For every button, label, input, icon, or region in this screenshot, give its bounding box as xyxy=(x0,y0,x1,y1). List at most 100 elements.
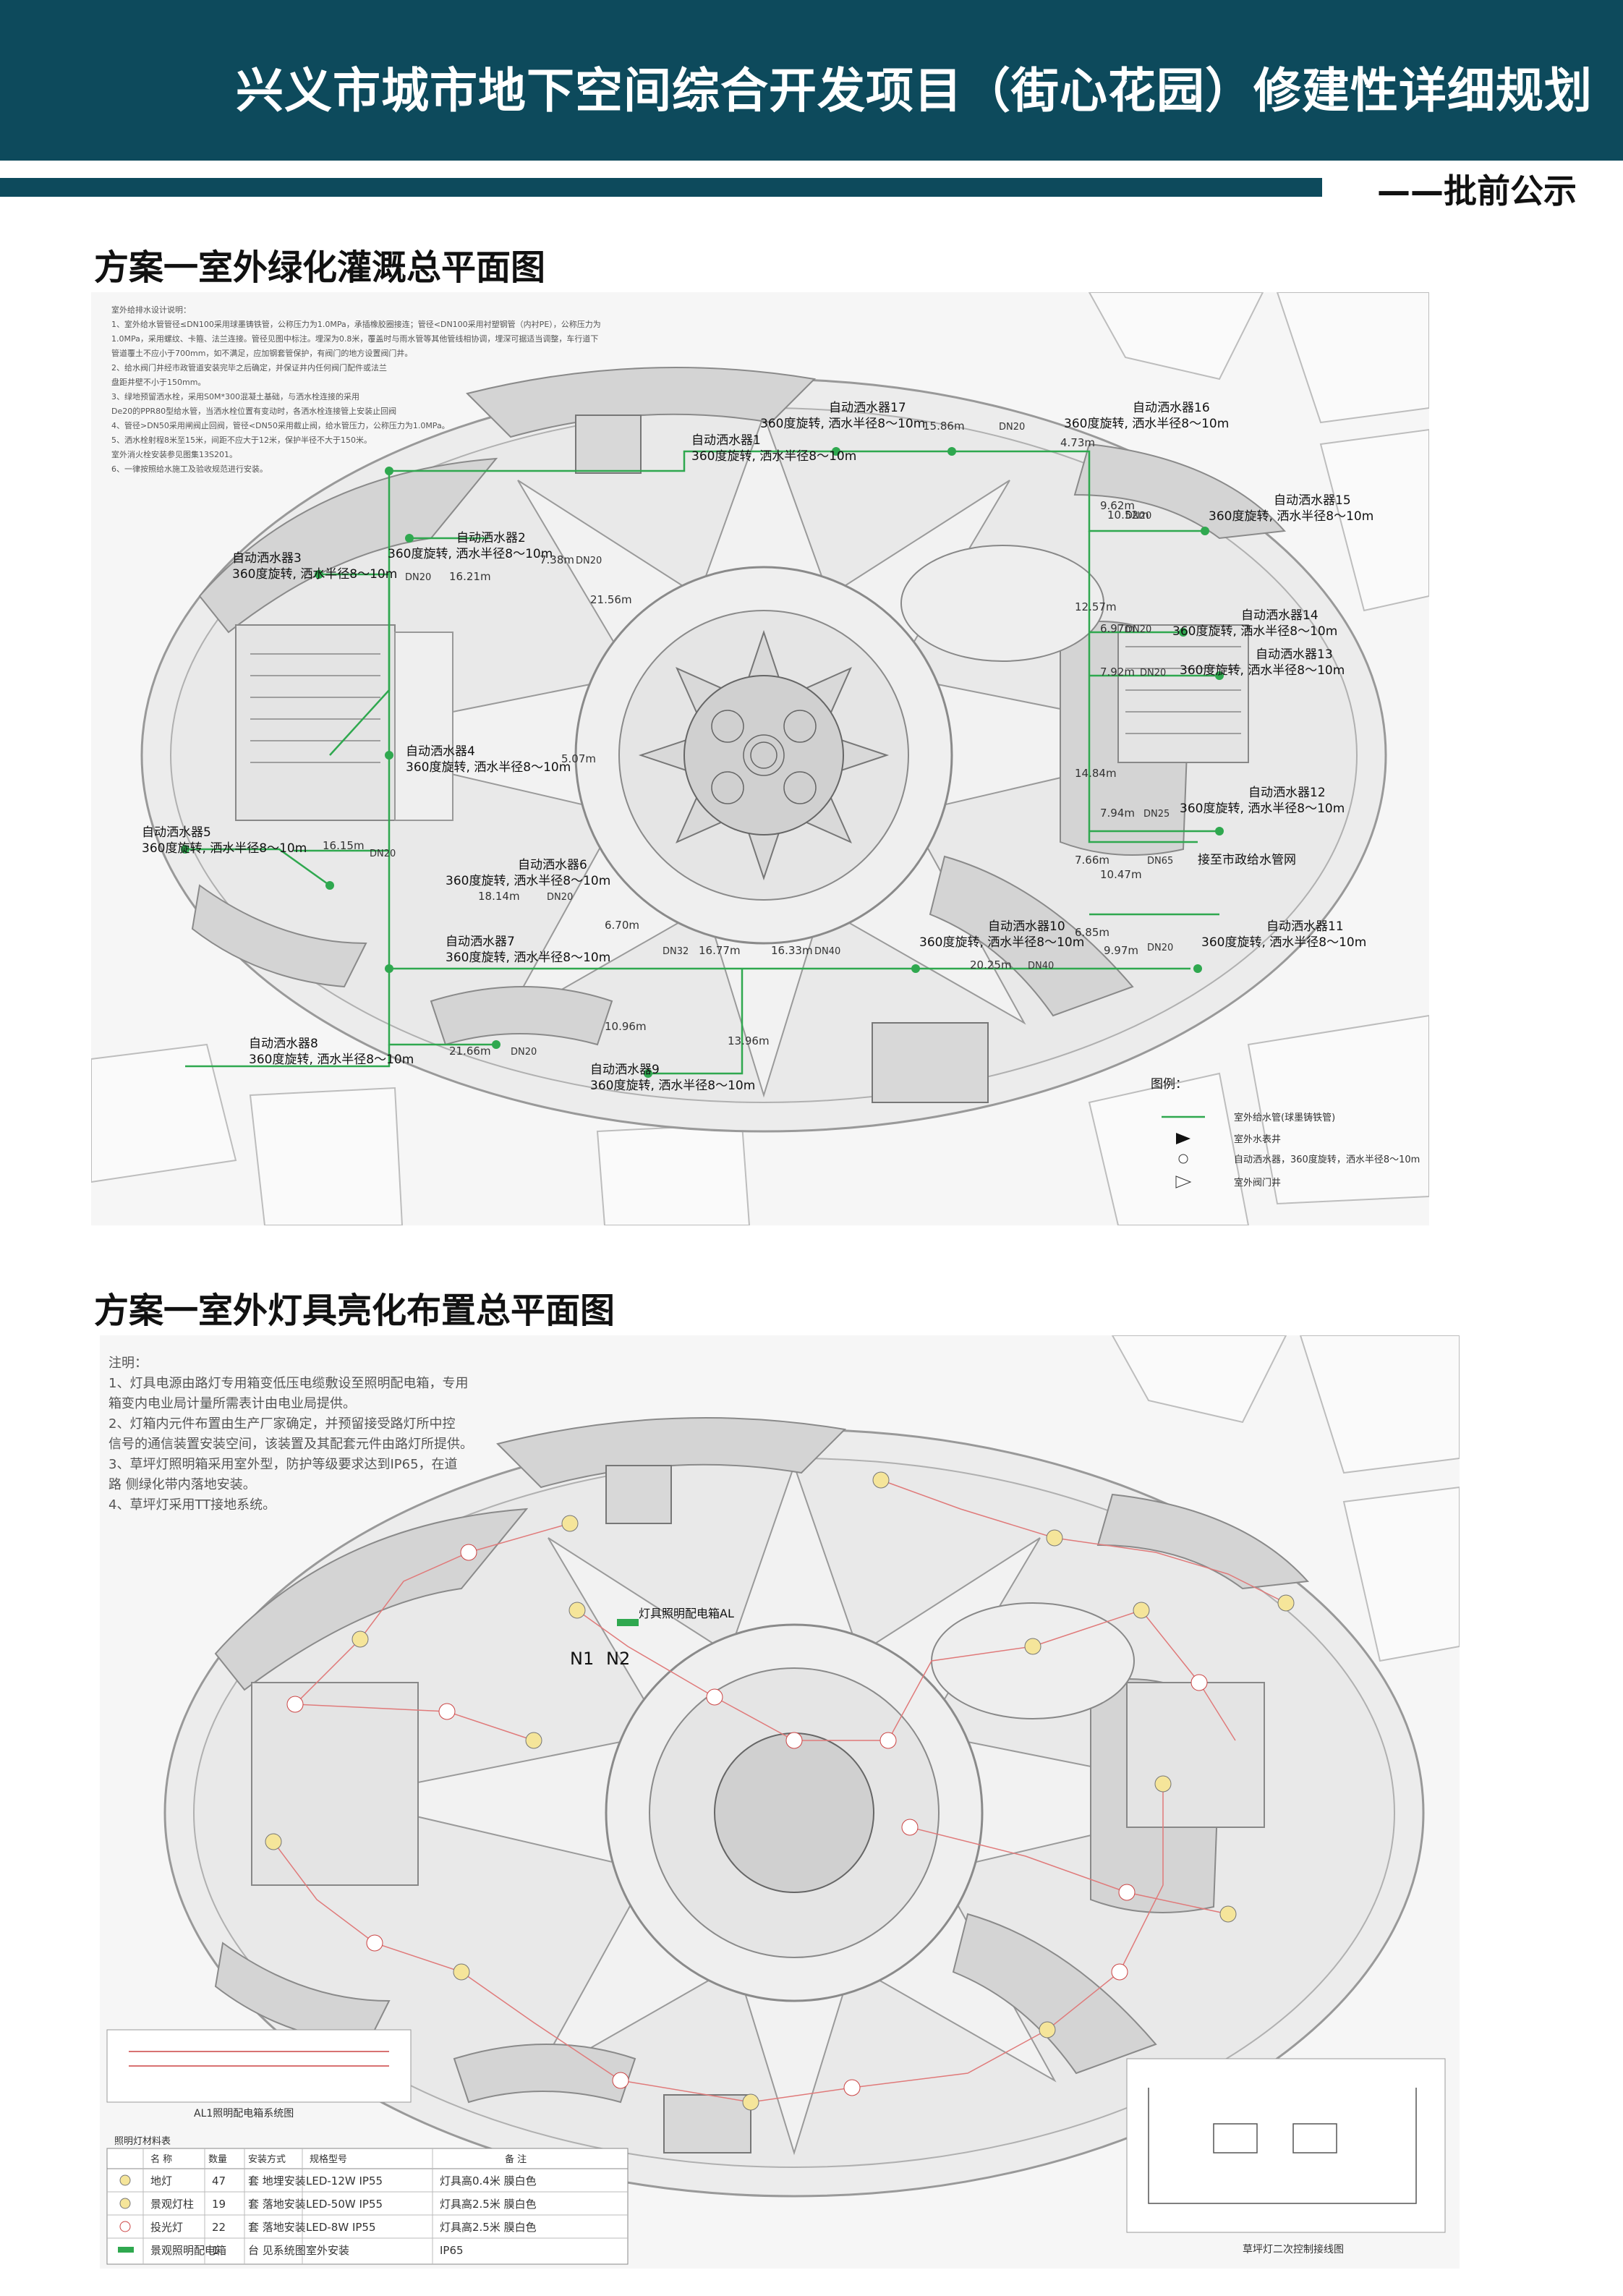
pipe-dimensions: 15.86m 4.73m 9.62m 10.52m 12.57m 6.97m 7… xyxy=(323,420,1149,1058)
svg-text:360度旋转, 洒水半径8～10m: 360度旋转, 洒水半径8～10m xyxy=(388,547,553,561)
svg-text:7.92m: 7.92m xyxy=(1100,666,1135,679)
svg-text:自动洒水器16: 自动洒水器16 xyxy=(1133,401,1210,415)
panel-system-diagram: AL1照明配电箱系统图 xyxy=(106,2029,412,2119)
circuit-n2: N2 xyxy=(606,1649,630,1669)
svg-text:1、灯具电源由路灯专用箱变低压电缆敷设至照明配电箱，专用: 1、灯具电源由路灯专用箱变低压电缆敷设至照明配电箱，专用 xyxy=(108,1376,468,1391)
svg-text:DN20: DN20 xyxy=(370,849,396,859)
note-line: 室外给排水设计说明： xyxy=(111,305,191,315)
svg-text:自动洒水器10: 自动洒水器10 xyxy=(988,919,1065,934)
svg-text:安装方式: 安装方式 xyxy=(248,2153,286,2165)
circuit-n1: N1 xyxy=(570,1649,594,1669)
svg-text:16.33m: 16.33m xyxy=(771,944,813,957)
svg-text:360度旋转, 洒水半径8～10m: 360度旋转, 洒水半径8～10m xyxy=(1201,935,1366,950)
lighting-plan-drawing: 灯具照明配电箱AL N1 N2 注明： 1、灯具电源由路灯专用箱变低压电缆敷设至… xyxy=(106,1335,1460,2265)
note-line: 室外消火栓安装参见图集13S201。 xyxy=(111,449,237,459)
svg-text:自动洒水器1: 自动洒水器1 xyxy=(691,433,761,448)
svg-text:灯具高2.5米 膜白色: 灯具高2.5米 膜白色 xyxy=(440,2198,537,2211)
svg-text:DN25: DN25 xyxy=(1143,809,1170,820)
svg-text:21.56m: 21.56m xyxy=(590,593,632,606)
svg-text:360度旋转, 洒水半径8～10m: 360度旋转, 洒水半径8～10m xyxy=(142,841,307,856)
svg-text:9.97m: 9.97m xyxy=(1104,944,1138,957)
svg-text:360度旋转, 洒水半径8～10m: 360度旋转, 洒水半径8～10m xyxy=(446,951,610,965)
svg-text:DN65: DN65 xyxy=(1147,856,1173,867)
svg-text:13.96m: 13.96m xyxy=(728,1034,770,1047)
svg-text:360度旋转, 洒水半径8～10m: 360度旋转, 洒水半径8～10m xyxy=(1172,624,1337,639)
svg-text:7.38m: 7.38m xyxy=(540,553,574,566)
svg-text:360度旋转, 洒水半径8～10m: 360度旋转, 洒水半径8～10m xyxy=(446,874,610,888)
svg-text:DN20: DN20 xyxy=(1140,668,1166,679)
lamp-markers xyxy=(265,1471,1295,2111)
sprinkler-labels: 自动洒水器1 360度旋转, 洒水半径8～10m 自动洒水器2 360度旋转, … xyxy=(142,401,1373,1093)
svg-text:照明灯材料表: 照明灯材料表 xyxy=(114,2136,171,2147)
svg-text:5.07m: 5.07m xyxy=(561,752,596,765)
svg-text:18.14m: 18.14m xyxy=(478,890,520,903)
header-rule xyxy=(0,178,1322,197)
note-line: 5、洒水栓射程8米至15米，间距不应大于12米，保护半径不大于150米。 xyxy=(111,435,372,445)
svg-text:套 地埋安装: 套 地埋安装 xyxy=(248,2174,306,2187)
svg-text:360度旋转, 洒水半径8～10m: 360度旋转, 洒水半径8～10m xyxy=(1209,509,1373,524)
svg-text:360度旋转, 洒水半径8～10m: 360度旋转, 洒水半径8～10m xyxy=(249,1053,414,1067)
svg-text:DN20: DN20 xyxy=(1125,511,1151,522)
svg-text:灯具高0.4米 膜白色: 灯具高0.4米 膜白色 xyxy=(440,2174,537,2187)
svg-text:图例：: 图例： xyxy=(1151,1077,1188,1092)
svg-text:4.73m: 4.73m xyxy=(1060,436,1095,449)
svg-text:室外水表井: 室外水表井 xyxy=(1234,1134,1281,1145)
svg-text:10.47m: 10.47m xyxy=(1100,868,1142,881)
svg-text:自动洒水器5: 自动洒水器5 xyxy=(142,825,211,840)
svg-text:DN40: DN40 xyxy=(814,946,840,957)
svg-text:台 见系统图: 台 见系统图 xyxy=(248,2244,306,2257)
svg-text:自动洒水器2: 自动洒水器2 xyxy=(456,531,526,545)
svg-text:自动洒水器6: 自动洒水器6 xyxy=(518,858,587,872)
svg-text:3、草坪灯照明箱采用室外型，防护等级要求达到IP65，在道: 3、草坪灯照明箱采用室外型，防护等级要求达到IP65，在道 xyxy=(108,1457,458,1472)
svg-text:自动洒水器11: 自动洒水器11 xyxy=(1266,919,1344,934)
svg-text:LED-8W IP55: LED-8W IP55 xyxy=(306,2221,376,2234)
svg-text:室外给水管(球墨铸铁管): 室外给水管(球墨铸铁管) xyxy=(1234,1112,1335,1123)
svg-text:6.70m: 6.70m xyxy=(605,919,639,932)
svg-text:15.86m: 15.86m xyxy=(923,420,965,433)
svg-text:LED-12W IP55: LED-12W IP55 xyxy=(306,2174,383,2187)
control-wiring-diagram: 草坪灯二次控制接线图 xyxy=(1126,2058,1446,2255)
svg-text:投光灯: 投光灯 xyxy=(150,2221,183,2234)
svg-text:360度旋转, 洒水半径8～10m: 360度旋转, 洒水半径8～10m xyxy=(919,935,1084,950)
connect-label: 接至市政给水管网 xyxy=(1198,853,1296,867)
svg-text:套 落地安装: 套 落地安装 xyxy=(248,2221,306,2234)
note-line: De20的PPR80型给水管，当洒水栓位置有变动时，各洒水栓连接管上安装止回阀 xyxy=(111,406,396,416)
svg-text:7.94m: 7.94m xyxy=(1100,807,1135,820)
svg-text:360度旋转, 洒水半径8～10m: 360度旋转, 洒水半径8～10m xyxy=(1180,802,1345,816)
svg-text:自动洒水器3: 自动洒水器3 xyxy=(232,551,302,566)
svg-text:草坪灯二次控制接线图: 草坪灯二次控制接线图 xyxy=(1243,2243,1344,2255)
svg-text:10.52m: 10.52m xyxy=(1107,509,1149,522)
svg-text:360度旋转, 洒水半径8～10m: 360度旋转, 洒水半径8～10m xyxy=(590,1079,755,1093)
svg-text:16.77m: 16.77m xyxy=(699,944,741,957)
section1-title: 方案一室外绿化灌溉总平面图 xyxy=(94,247,546,288)
svg-text:12.57m: 12.57m xyxy=(1075,600,1117,613)
section2-title: 方案一室外灯具亮化布置总平面图 xyxy=(94,1291,615,1331)
svg-text:DN20: DN20 xyxy=(576,556,602,566)
svg-text:6.97m: 6.97m xyxy=(1100,622,1135,635)
svg-text:9.62m: 9.62m xyxy=(1100,499,1135,512)
svg-text:2、灯箱内元件布置由生产厂家确定，并预留接受路灯所中控: 2、灯箱内元件布置由生产厂家确定，并预留接受路灯所中控 xyxy=(108,1416,455,1432)
publication-stamp: ——批前公示 xyxy=(1377,171,1577,211)
irrigation-plan: 室外给排水设计说明： 1、室外给水管管径≤DN100采用球墨铸铁管，公称压力为1… xyxy=(91,292,1429,1225)
svg-text:DN20: DN20 xyxy=(547,892,573,903)
svg-text:360度旋转, 洒水半径8～10m: 360度旋转, 洒水半径8～10m xyxy=(691,449,856,464)
svg-text:自动洒水器17: 自动洒水器17 xyxy=(829,401,906,415)
svg-text:14.84m: 14.84m xyxy=(1075,767,1117,780)
header-band xyxy=(0,0,1623,161)
svg-text:规格型号: 规格型号 xyxy=(310,2153,347,2165)
svg-text:10.96m: 10.96m xyxy=(605,1020,647,1033)
irrigation-legend: 图例： 室外给水管(球墨铸铁管) 室外水表井 自动洒水器，360度旋转，洒水半径… xyxy=(1151,1077,1420,1189)
irrigation-notes: 室外给排水设计说明： 1、室外给水管管径≤DN100采用球墨铸铁管，公称压力为1… xyxy=(111,305,601,474)
note-line: 1.0MPa，采用螺纹、卡箍、法兰连接。管径见图中标注。埋深为0.8米，覆盖时与… xyxy=(111,333,598,344)
svg-text:自动洒水器13: 自动洒水器13 xyxy=(1256,647,1333,662)
svg-text:自动洒水器7: 自动洒水器7 xyxy=(446,935,515,949)
svg-text:名 称: 名 称 xyxy=(150,2153,172,2165)
svg-text:灯具高2.5米 膜白色: 灯具高2.5米 膜白色 xyxy=(440,2221,537,2234)
svg-text:360度旋转, 洒水半径8～10m: 360度旋转, 洒水半径8～10m xyxy=(1064,417,1229,431)
svg-text:16.15m: 16.15m xyxy=(323,839,365,852)
note-line: 1、室外给水管管径≤DN100采用球墨铸铁管，公称压力为1.0MPa，承插橡胶圈… xyxy=(111,319,601,329)
svg-text:360度旋转, 洒水半径8～10m: 360度旋转, 洒水半径8～10m xyxy=(760,417,925,431)
lighting-plan: 灯具照明配电箱AL N1 N2 注明： 1、灯具电源由路灯专用箱变低压电缆敷设至… xyxy=(100,1335,1460,2269)
svg-text:AL1照明配电箱系统图: AL1照明配电箱系统图 xyxy=(194,2108,294,2119)
svg-text:DN20: DN20 xyxy=(1147,943,1173,953)
